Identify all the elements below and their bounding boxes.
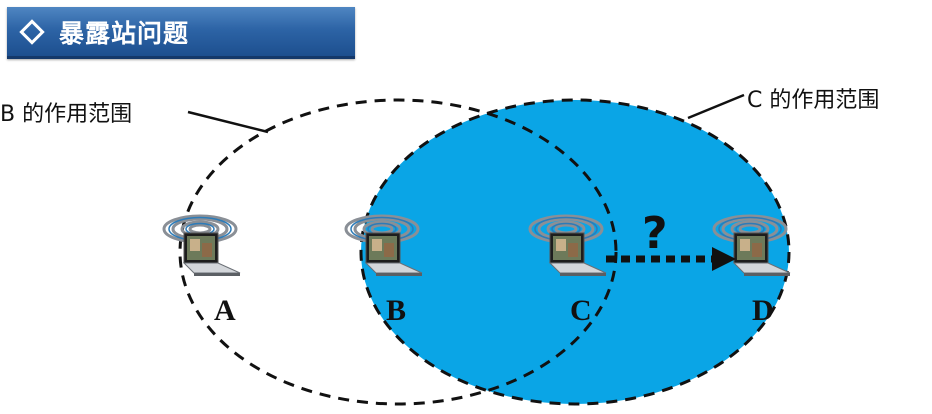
c-range-pointer	[687, 93, 745, 120]
node-label-b: B	[386, 294, 406, 327]
c-range-label: C 的作用范围	[747, 88, 879, 113]
node-label-c: C	[570, 294, 592, 327]
question-mark: ?	[642, 208, 668, 259]
node-label-a: A	[214, 294, 236, 327]
b-range-pointer	[187, 110, 269, 134]
arrow-head-icon	[712, 247, 736, 271]
node-label-d: D	[752, 294, 774, 327]
b-range-label: B 的作用范围	[0, 102, 132, 127]
b-range-outline	[178, 98, 618, 406]
wireless-laptop-icon	[162, 214, 242, 278]
slide-title-bar: 暴露站问题	[7, 7, 355, 59]
slide-title: 暴露站问题	[59, 18, 190, 48]
